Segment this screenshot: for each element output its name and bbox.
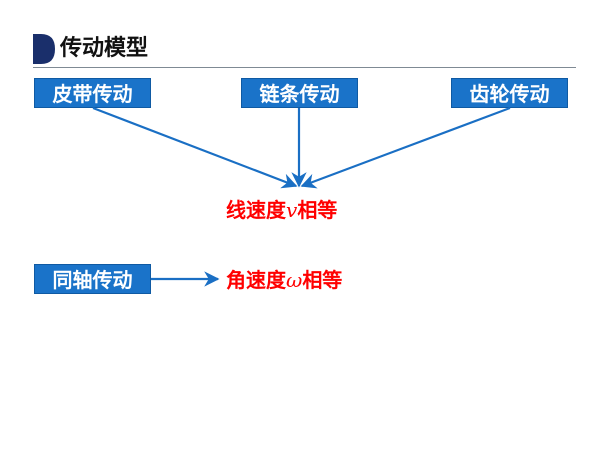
linear-velocity-equal: 线速度v相等: [226, 196, 337, 224]
linear-symbol: v: [286, 198, 298, 222]
page-title: 传动模型: [60, 36, 149, 61]
linear-prefix: 线速度: [226, 198, 286, 222]
gear-arrow: [300, 106, 511, 189]
title-divider: [33, 67, 576, 68]
belt-drive-box: 皮带传动: [34, 78, 151, 108]
linear-suffix: 相等: [297, 198, 338, 222]
title-marker-icon: [33, 34, 55, 64]
chain-drive-box: 链条传动: [241, 78, 358, 108]
gear-drive-box: 齿轮传动: [451, 78, 568, 108]
angular-suffix: 相等: [302, 268, 343, 292]
angular-velocity-equal: 角速度ω相等: [226, 266, 342, 294]
belt-arrow: [92, 106, 298, 189]
angular-symbol: ω: [286, 268, 303, 292]
coaxial-drive-box: 同轴传动: [34, 264, 151, 294]
angular-prefix: 角速度: [226, 268, 286, 292]
